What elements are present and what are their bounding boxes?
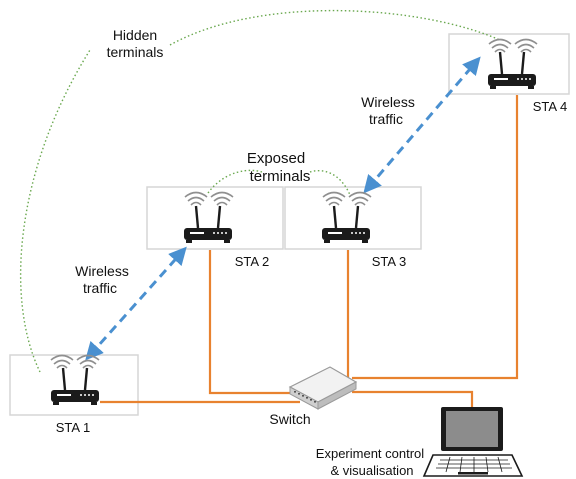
hidden-terminals-label-2: terminals bbox=[107, 44, 164, 60]
exposed-terminals-label-1: Exposed bbox=[247, 150, 305, 167]
sta1-label: STA 1 bbox=[56, 420, 90, 435]
experiment-control-label-1: Experiment control bbox=[316, 446, 424, 461]
wireless-link-sta3-sta4 bbox=[363, 56, 481, 194]
wireless-traffic-left-label-2: traffic bbox=[83, 280, 117, 296]
network-switch-icon bbox=[288, 366, 358, 410]
sta1-box bbox=[9, 354, 139, 416]
hidden-terminals-label-1: Hidden bbox=[113, 27, 157, 43]
sta4-label: STA 4 bbox=[533, 99, 567, 114]
sta3-label: STA 3 bbox=[372, 254, 406, 269]
exposed-terminals-link bbox=[207, 169, 351, 196]
ethernet-cables bbox=[100, 95, 519, 408]
wireless-traffic-left-label-1: Wireless bbox=[75, 263, 129, 279]
sta2-label: STA 2 bbox=[235, 254, 269, 269]
experiment-control-label-2: & visualisation bbox=[330, 463, 413, 478]
wireless-traffic-right-label-1: Wireless bbox=[361, 94, 415, 110]
hidden-terminals-link bbox=[19, 9, 501, 373]
wireless-traffic-right-label-2: traffic bbox=[369, 111, 403, 127]
laptop-icon bbox=[422, 407, 524, 477]
exposed-terminals-label-2: terminals bbox=[250, 168, 311, 185]
wireless-link-sta1-sta2 bbox=[85, 246, 187, 361]
switch-label: Switch bbox=[269, 411, 310, 427]
